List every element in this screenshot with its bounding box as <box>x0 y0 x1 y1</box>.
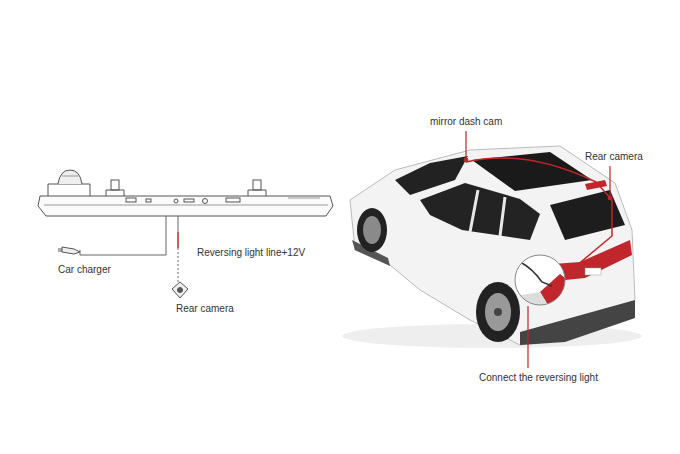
part-label: Car charger <box>58 264 111 276</box>
leader-lines <box>464 131 612 368</box>
part-label: mirror dash cam <box>430 116 502 128</box>
car-charger-icon <box>58 247 80 254</box>
part-label: Rear camera <box>585 151 643 163</box>
rear-camera-icon <box>172 282 188 298</box>
mirror-drawing <box>38 170 333 216</box>
car-illustration <box>342 146 642 348</box>
callout-label: Connect the reversing light <box>479 372 598 384</box>
wire-label: Reversing light line+12V <box>197 247 305 259</box>
magnifier <box>515 255 575 310</box>
part-label: Rear camera <box>176 303 234 315</box>
